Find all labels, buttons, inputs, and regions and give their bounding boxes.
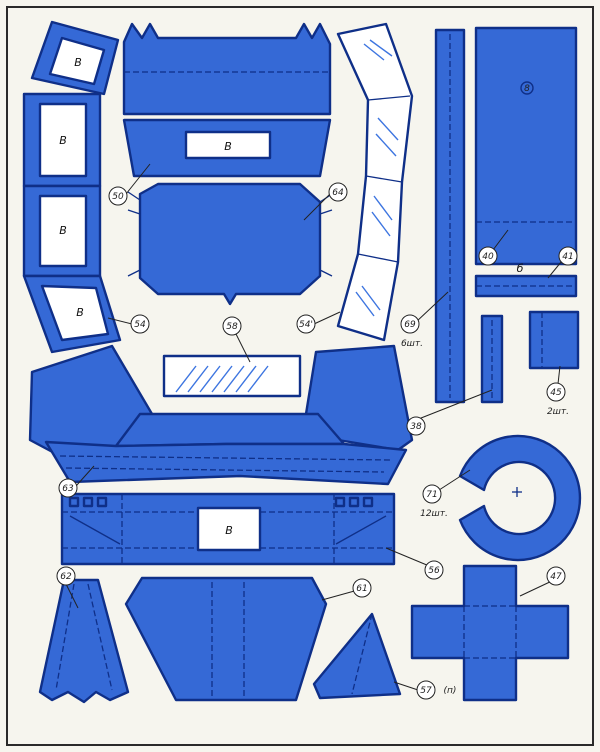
callout-number: 69 bbox=[404, 320, 416, 330]
callout-47: 47 bbox=[546, 566, 566, 586]
callout-number: 58 bbox=[226, 322, 238, 332]
callout-number: 71 bbox=[426, 490, 437, 500]
part-40-panel: 8 bbox=[474, 26, 578, 266]
window-label: В bbox=[76, 306, 84, 319]
callout-number: 61 bbox=[356, 584, 367, 594]
part-54-prime-glazing bbox=[336, 22, 414, 342]
callout-56: 56 bbox=[424, 560, 444, 580]
callout-leaders bbox=[65, 163, 567, 691]
part-47-cross-net bbox=[410, 564, 570, 702]
callout-number: 62 bbox=[60, 572, 72, 582]
part-38-narrow-strip bbox=[480, 314, 504, 404]
hole-marker: 8 bbox=[524, 84, 530, 94]
callout-number: 40 bbox=[482, 252, 494, 262]
part-45-small-box bbox=[528, 310, 580, 370]
callout-63: 63 bbox=[58, 478, 78, 498]
part-69-strip bbox=[434, 28, 466, 404]
part-50-cabin-shell: В bbox=[122, 22, 332, 178]
part-58-glass-strip bbox=[162, 354, 302, 398]
page-frame bbox=[6, 6, 594, 746]
callout-69: 69 6шт. bbox=[400, 314, 423, 349]
callout-58: 58 bbox=[222, 316, 242, 336]
callout-62: 62 bbox=[56, 566, 76, 586]
part-61-trapezoid bbox=[124, 576, 328, 702]
part-56-base-strip: В bbox=[60, 492, 396, 566]
callout-number: 54' bbox=[299, 320, 313, 330]
callout-41: 41 bbox=[558, 246, 578, 266]
callout-61: 61 bbox=[352, 578, 372, 598]
part-62-tent bbox=[38, 578, 130, 704]
window-label: В bbox=[224, 140, 232, 153]
callout-54: 54 bbox=[130, 314, 150, 334]
window-label: В bbox=[59, 224, 67, 237]
callout-71: 71 12шт. bbox=[420, 484, 448, 519]
callout-38: 38 bbox=[406, 416, 426, 436]
quantity-note: (п) bbox=[444, 686, 457, 696]
callout-number: 45 bbox=[550, 388, 562, 398]
part-63-cab-body bbox=[28, 344, 414, 486]
callout-number: 63 bbox=[62, 484, 74, 494]
callout-57: 57 (п) bbox=[416, 680, 457, 700]
callout-number: 57 bbox=[420, 686, 432, 696]
callout-64: 64 bbox=[328, 182, 348, 202]
quantity-note: 12шт. bbox=[420, 509, 448, 519]
part-64-roof bbox=[127, 182, 333, 306]
callout-number: 38 bbox=[410, 422, 422, 432]
callout-number: 64 bbox=[332, 188, 344, 198]
part-71-ring bbox=[458, 434, 582, 562]
callout-number: 41 bbox=[562, 252, 573, 262]
quantity-note: 2шт. bbox=[547, 407, 569, 417]
callout-45: 45 2шт. bbox=[546, 382, 569, 417]
quantity-note: 6шт. bbox=[401, 339, 423, 349]
callout-number: 47 bbox=[550, 572, 562, 582]
part-57-cone bbox=[312, 612, 402, 700]
callout-number: 56 bbox=[428, 566, 440, 576]
callout-50: 50 bbox=[108, 186, 128, 206]
window-label: В bbox=[74, 56, 82, 69]
callout-54-prime: 54' bbox=[296, 314, 316, 334]
callout-number: 54 bbox=[134, 320, 146, 330]
callout-40: 40 bbox=[478, 246, 498, 266]
window-label: В bbox=[225, 524, 233, 537]
callout-number: 50 bbox=[112, 192, 124, 202]
strip-label: б bbox=[517, 262, 524, 275]
part-54-window-frames: В В В В bbox=[22, 20, 122, 354]
window-label: В bbox=[59, 134, 67, 147]
part-41-thin-strip: б bbox=[474, 262, 578, 298]
